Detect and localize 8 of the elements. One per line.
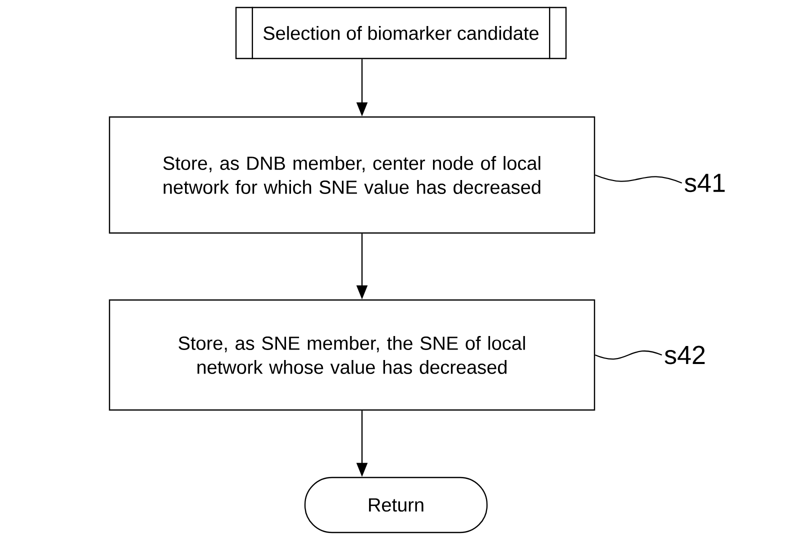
leader-line [594,350,662,360]
terminal-box: Return [304,476,488,534]
process-box: Store, as SNE member, the SNE of local network whose value has decreased [108,299,596,411]
step-label: s41 [684,174,725,192]
predefined-process-box: Selection of biomarker candidate [235,6,567,60]
step-label: s42 [664,346,705,364]
leader-line [594,174,682,184]
process-box: Store, as DNB member, center node of local network for which SNE value has decreased [108,116,596,234]
